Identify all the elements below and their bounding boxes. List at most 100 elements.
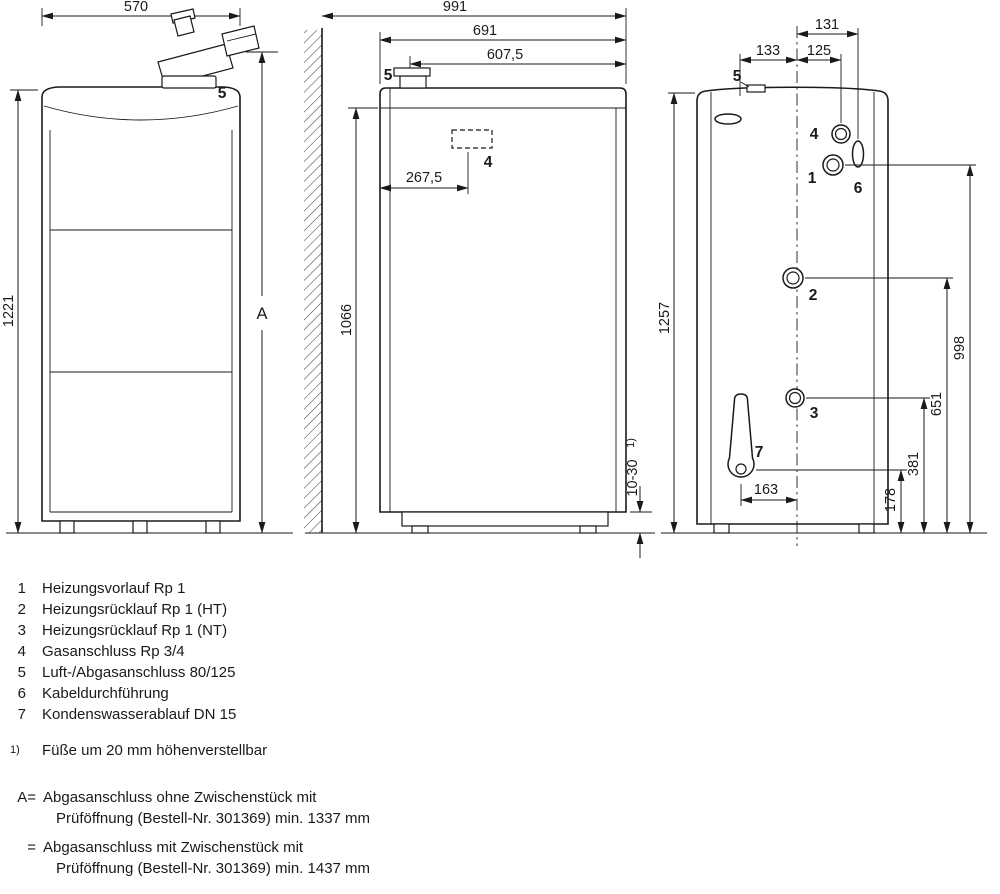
dim-rear-651: 651 <box>805 277 953 534</box>
rear-top-slot <box>714 113 742 125</box>
dim-rear-131-value: 131 <box>815 17 839 33</box>
gas-connection-port <box>831 124 851 144</box>
footnote: 1) Füße um 20 mm höhenverstellbar <box>10 740 370 765</box>
rear-gas-callout: 4 <box>810 126 819 143</box>
side-foot-front <box>579 525 597 534</box>
rear-flue-callout: 5 <box>733 68 742 85</box>
legend-number: 1 <box>17 580 26 597</box>
legend-text: Heizungsrücklauf Rp 1 (NT) <box>42 622 228 639</box>
dim-side-total-depth-value: 991 <box>443 0 467 15</box>
dim-rear-163-value: 163 <box>754 482 778 498</box>
note-a-label: A= <box>17 789 36 806</box>
flue-terminal-icon <box>157 8 260 89</box>
note-b-line1: Abgasanschluss mit Zwischenstück mit <box>43 839 304 856</box>
note-a-line1: Abgasanschluss ohne Zwischenstück mit <box>43 789 317 806</box>
rear-return-ht-callout: 2 <box>809 287 818 304</box>
side-foot-back <box>411 525 429 534</box>
dim-rear-131: 131 <box>796 17 859 139</box>
side-flue-stub-icon <box>393 67 431 89</box>
dim-rear-133-value: 133 <box>756 43 780 59</box>
note-a-text: Abgasanschluss ohne Zwischenstück mit Pr… <box>43 787 370 829</box>
footnote-marker: 1) <box>10 740 30 765</box>
condensate-drain-icon <box>727 393 755 478</box>
front-foot-middle <box>132 520 148 534</box>
legend-item-1: 1 Heizungsvorlauf Rp 1 <box>10 578 370 599</box>
legend-text: Kondenswasserablauf DN 15 <box>42 706 237 723</box>
side-gas-callout: 4 <box>484 154 493 171</box>
dim-rear-height: 1257 <box>657 92 695 534</box>
front-view: 570 5 1221 A <box>1 0 293 534</box>
note-b-label: = <box>27 839 36 856</box>
dim-side-691: 691 <box>379 23 627 84</box>
legend-item-5: 5 Luft-/Abgasanschluss 80/125 <box>10 662 370 683</box>
front-foot-right <box>205 520 221 534</box>
rear-flue-icon <box>746 84 766 93</box>
cable-gland-slot <box>851 140 865 168</box>
rear-flow-callout: 1 <box>808 170 817 187</box>
dim-a: A <box>246 51 278 534</box>
dim-rear-381-value: 381 <box>906 452 922 476</box>
rear-return-nt-callout: 3 <box>810 405 819 422</box>
dim-rear-125: 125 <box>796 43 842 123</box>
dim-rear-163: 163 <box>740 482 798 506</box>
dim-rear-133: 133 <box>739 43 798 96</box>
legend-item-4: 4 Gasanschluss Rp 3/4 <box>10 641 370 662</box>
dim-rear-998-value: 998 <box>952 336 968 360</box>
dim-side-607: 607,5 <box>409 47 627 68</box>
dim-front-width: 570 <box>41 0 241 26</box>
return-ht-port <box>782 267 804 289</box>
dim-side-total-depth: 991 <box>321 0 627 84</box>
front-cabinet-outline <box>41 86 241 522</box>
front-panel-curve <box>43 105 239 121</box>
footnote-marker-sup: 1) <box>10 744 20 756</box>
dim-feet-adjust: 10-30 1) <box>625 438 652 558</box>
rear-view: 5 4 1 6 2 3 7 131 133 <box>657 17 987 546</box>
dim-front-height: 1221 <box>1 89 38 534</box>
legend-text: Heizungsrücklauf Rp 1 (HT) <box>42 601 228 618</box>
note-b-line2: Prüföffnung (Bestell-Nr. 301369) min. 14… <box>56 860 371 877</box>
dim-rear-178-value: 178 <box>883 488 899 512</box>
side-cabinet-outline <box>379 87 627 513</box>
technical-drawing: 570 5 1221 A <box>1 0 987 558</box>
dim-gas-offset-value: 267,5 <box>406 170 442 186</box>
dim-rear-651-value: 651 <box>929 392 945 416</box>
note-a-line2: Prüföffnung (Bestell-Nr. 301369) min. 13… <box>56 810 371 827</box>
legend-item-2: 2 Heizungsrücklauf Rp 1 (HT) <box>10 599 370 620</box>
gas-connection-icon <box>451 129 493 149</box>
legend-text: Heizungsvorlauf Rp 1 <box>42 580 186 597</box>
note-a: A= Abgasanschluss ohne Zwischenstück mit… <box>10 787 370 829</box>
rear-foot-left <box>713 523 730 534</box>
dim-rear-178: 178 <box>756 469 907 534</box>
dim-feet-adjust-value: 10-30 <box>625 459 641 496</box>
flow-connection-port <box>822 154 844 176</box>
front-flue-callout: 5 <box>218 85 227 102</box>
dim-rear-381: 381 <box>806 397 930 534</box>
note-b: = Abgasanschluss mit Zwischenstück mit P… <box>10 837 370 879</box>
legend-number: 3 <box>17 622 26 639</box>
front-foot-left <box>59 520 75 534</box>
flue-notes: A= Abgasanschluss ohne Zwischenstück mit… <box>10 787 370 879</box>
side-base <box>401 511 609 527</box>
side-flue-callout: 5 <box>384 67 393 84</box>
legend-text: Kabeldurchführung <box>42 685 169 702</box>
dim-gas-offset: 267,5 <box>379 152 469 194</box>
dim-rear-125-value: 125 <box>807 43 831 59</box>
wall-hatching <box>304 30 322 533</box>
dim-side-height-value: 1066 <box>339 304 355 336</box>
legend-item-3: 3 Heizungsrücklauf Rp 1 (NT) <box>10 620 370 641</box>
legend-number: 7 <box>17 706 26 723</box>
footnote-text: Füße um 20 mm höhenverstellbar <box>42 742 268 759</box>
dim-feet-adjust-footnote: 1) <box>625 438 637 448</box>
dim-side-607-value: 607,5 <box>487 47 523 63</box>
legend-item-6: 6 Kabeldurchführung <box>10 683 370 704</box>
legend-item-7: 7 Kondenswasserablauf DN 15 <box>10 704 370 725</box>
legend-text: Luft-/Abgasanschluss 80/125 <box>42 664 236 681</box>
rear-foot-right <box>858 523 875 534</box>
note-b-text: Abgasanschluss mit Zwischenstück mit Prü… <box>43 837 370 879</box>
dim-rear-height-value: 1257 <box>657 302 673 334</box>
dim-rear-998: 998 <box>845 164 976 534</box>
dim-side-height: 1066 <box>339 107 378 534</box>
legend-text: Gasanschluss Rp 3/4 <box>42 643 185 660</box>
rear-cable-callout: 6 <box>854 180 863 197</box>
